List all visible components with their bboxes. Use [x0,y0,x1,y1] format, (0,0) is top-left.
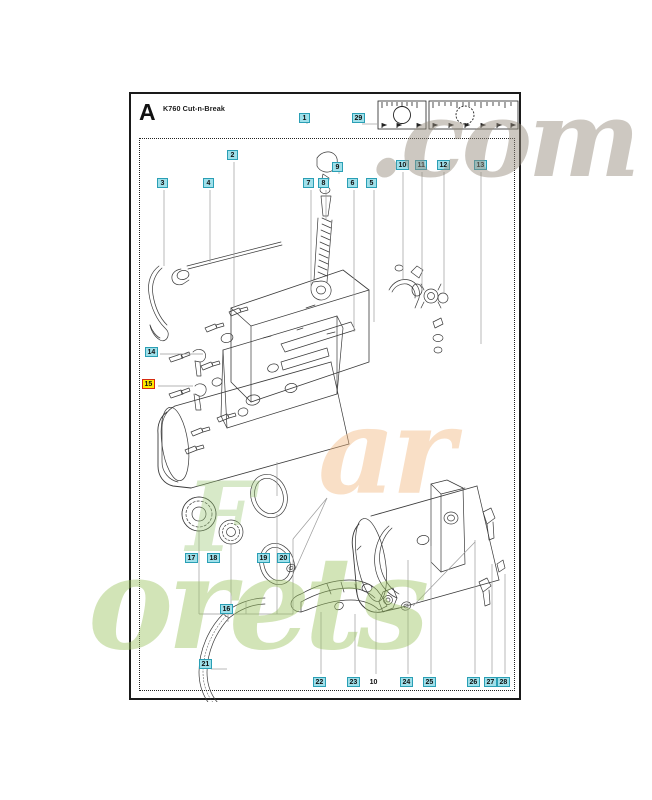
callout-label-17[interactable]: 17 [185,553,198,563]
callout-label-3[interactable]: 3 [157,178,168,188]
diagram-header: A K760 Cut-n-Break [131,94,519,136]
callout-label-26[interactable]: 26 [467,677,480,687]
page-title: K760 Cut-n-Break [163,104,225,113]
callout-label-23[interactable]: 23 [347,677,360,687]
callout-label-12[interactable]: 12 [437,160,450,170]
measuring-scale-graphic [377,100,519,130]
callout-label-6[interactable]: 6 [347,178,358,188]
callout-label-7[interactable]: 7 [303,178,314,188]
callout-label-4[interactable]: 4 [203,178,214,188]
callout-label-18[interactable]: 18 [207,553,220,563]
callout-label-29[interactable]: 29 [352,113,365,123]
callout-label-25[interactable]: 25 [423,677,436,687]
callout-label-27[interactable]: 27 [484,677,497,687]
section-letter: A [139,99,156,125]
callout-label-10[interactable]: 10 [396,160,409,170]
callout-label-20[interactable]: 20 [277,553,290,563]
callout-label-19[interactable]: 19 [257,553,270,563]
callout-label-8[interactable]: 8 [318,178,329,188]
callout-label-14[interactable]: 14 [145,347,158,357]
callout-label-5[interactable]: 5 [366,178,377,188]
callout-label-2[interactable]: 2 [227,150,238,160]
callout-label-24[interactable]: 24 [400,677,413,687]
callout-label-21[interactable]: 21 [199,659,212,669]
callout-label-22[interactable]: 22 [313,677,326,687]
callout-label-16[interactable]: 16 [220,604,233,614]
callout-label-13[interactable]: 13 [474,160,487,170]
callout-label-1[interactable]: 1 [299,113,310,123]
callout-label-11[interactable]: 11 [415,160,428,170]
callout-label-9[interactable]: 9 [332,162,343,172]
callout-label-10b[interactable]: 10 [369,679,378,686]
diagram-content-boundary [139,138,515,691]
callout-label-15[interactable]: 15 [142,379,155,389]
callout-label-28[interactable]: 28 [497,677,510,687]
